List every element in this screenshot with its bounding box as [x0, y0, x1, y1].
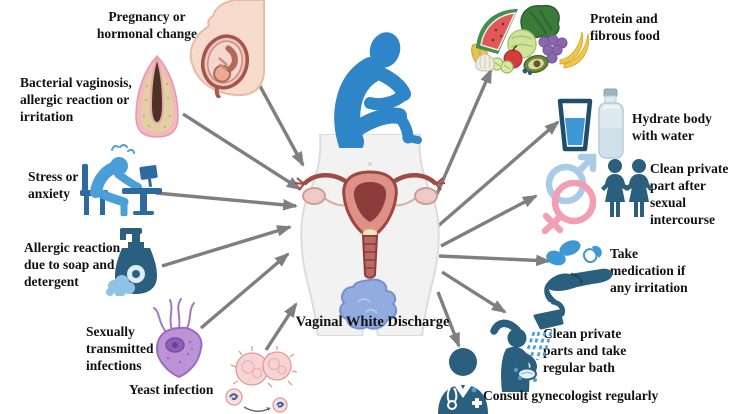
hand-pills-icon	[543, 236, 621, 304]
cause-label-yeast: Yeast infection	[129, 382, 214, 397]
cause-label-bacterial: Bacterial vaginosis, allergic reaction o…	[20, 75, 132, 124]
arrow-cause-sti	[199, 252, 290, 330]
remedy-label-bath: Clean private parts and take regular bat…	[543, 326, 627, 375]
couple-icon	[600, 158, 654, 220]
female-torso-uterus-illustration	[286, 134, 454, 336]
arrow-remedy-medication	[438, 254, 552, 267]
arrow-remedy-water	[436, 120, 560, 228]
arrow-cause-stress	[155, 191, 299, 211]
stressed-person-desk-icon	[78, 142, 164, 216]
fruits-vegetables-icon	[470, 2, 592, 78]
arrow-remedy-gynecologist	[436, 291, 461, 348]
center-label: Vaginal White Discharge	[295, 314, 450, 330]
arrow-remedy-hygiene	[440, 194, 538, 248]
arrow-cause-bacterial	[182, 112, 302, 191]
cause-label-soap: Allergic reaction due to soap and deterg…	[24, 240, 121, 289]
shower-person-icon	[489, 300, 567, 392]
arrow-cause-yeast	[264, 302, 298, 351]
water-glass-bottle-icon	[556, 88, 636, 162]
remedy-label-water: Hydrate body with water	[632, 111, 712, 143]
cause-label-sti: Sexually transmitted infections	[86, 324, 154, 373]
vaginal-canal-icon	[132, 54, 182, 138]
remedy-label-medication: Take medication if any irritation	[610, 246, 688, 295]
remedy-label-food: Protein and fibrous food	[590, 11, 660, 43]
worried-person-icon	[325, 28, 425, 148]
remedy-label-gynecologist: Consult gynecologist regularly	[483, 388, 659, 403]
arrow-cause-soap	[161, 225, 292, 268]
trichomonas-microbe-icon	[146, 298, 208, 378]
cause-label-pregnancy: Pregnancy or hormonal change	[96, 9, 198, 41]
remedy-label-hygiene: Clean private part after sexual intercou…	[650, 161, 729, 227]
discharge-blob	[339, 278, 398, 330]
doctor-icon	[430, 346, 496, 414]
pregnant-belly-fetus-icon	[183, 0, 265, 98]
soap-dispenser-icon	[104, 226, 164, 296]
cause-label-stress: Stress or anxiety	[28, 169, 79, 201]
arrow-remedy-food	[431, 68, 493, 204]
gender-symbols-couple-icon	[536, 152, 606, 236]
arrow-remedy-bath	[441, 270, 507, 314]
yeast-cells-icon	[222, 345, 302, 414]
